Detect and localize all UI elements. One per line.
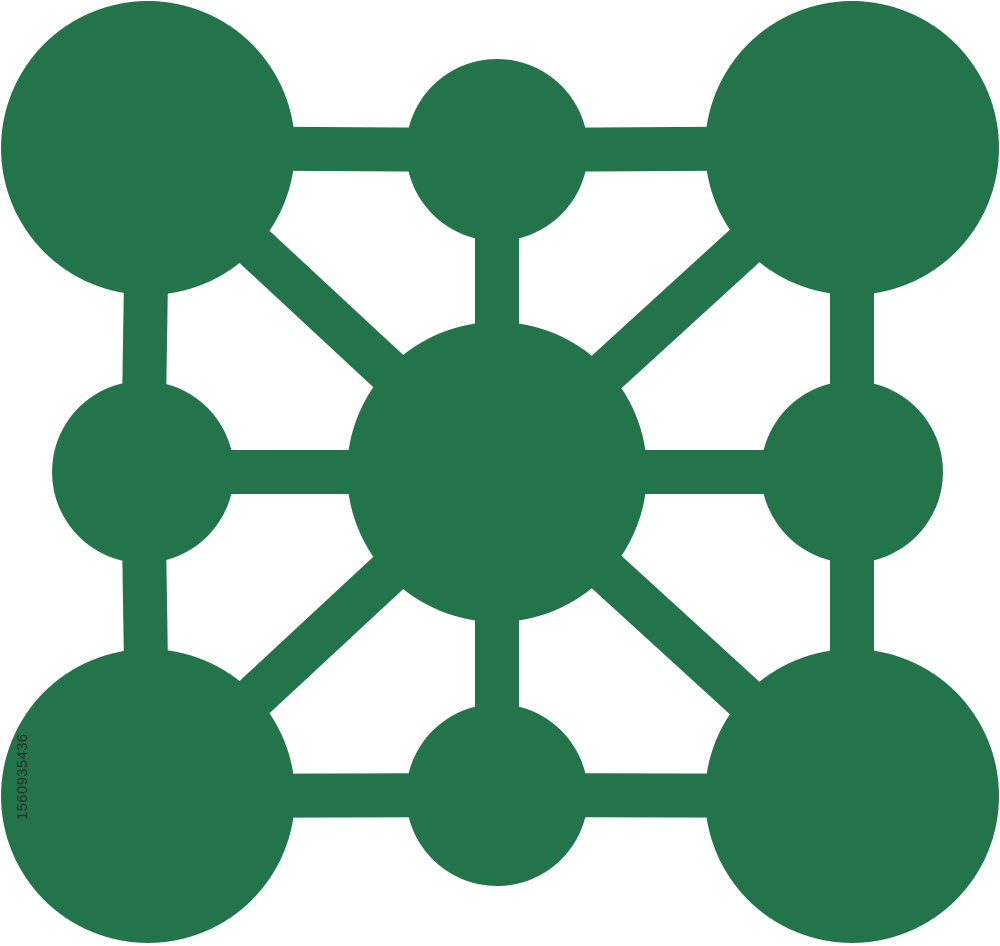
node-right-mid <box>761 381 943 563</box>
node-bottom-right <box>705 649 999 943</box>
node-left-mid <box>52 381 234 563</box>
node-center <box>347 322 647 622</box>
stock-id-label: 1560935436 <box>14 733 31 820</box>
node-top-left <box>1 1 295 295</box>
node-top-right <box>705 1 999 295</box>
node-bottom-mid <box>406 704 588 886</box>
node-top-mid <box>406 59 588 241</box>
node-bottom-left <box>1 649 295 943</box>
